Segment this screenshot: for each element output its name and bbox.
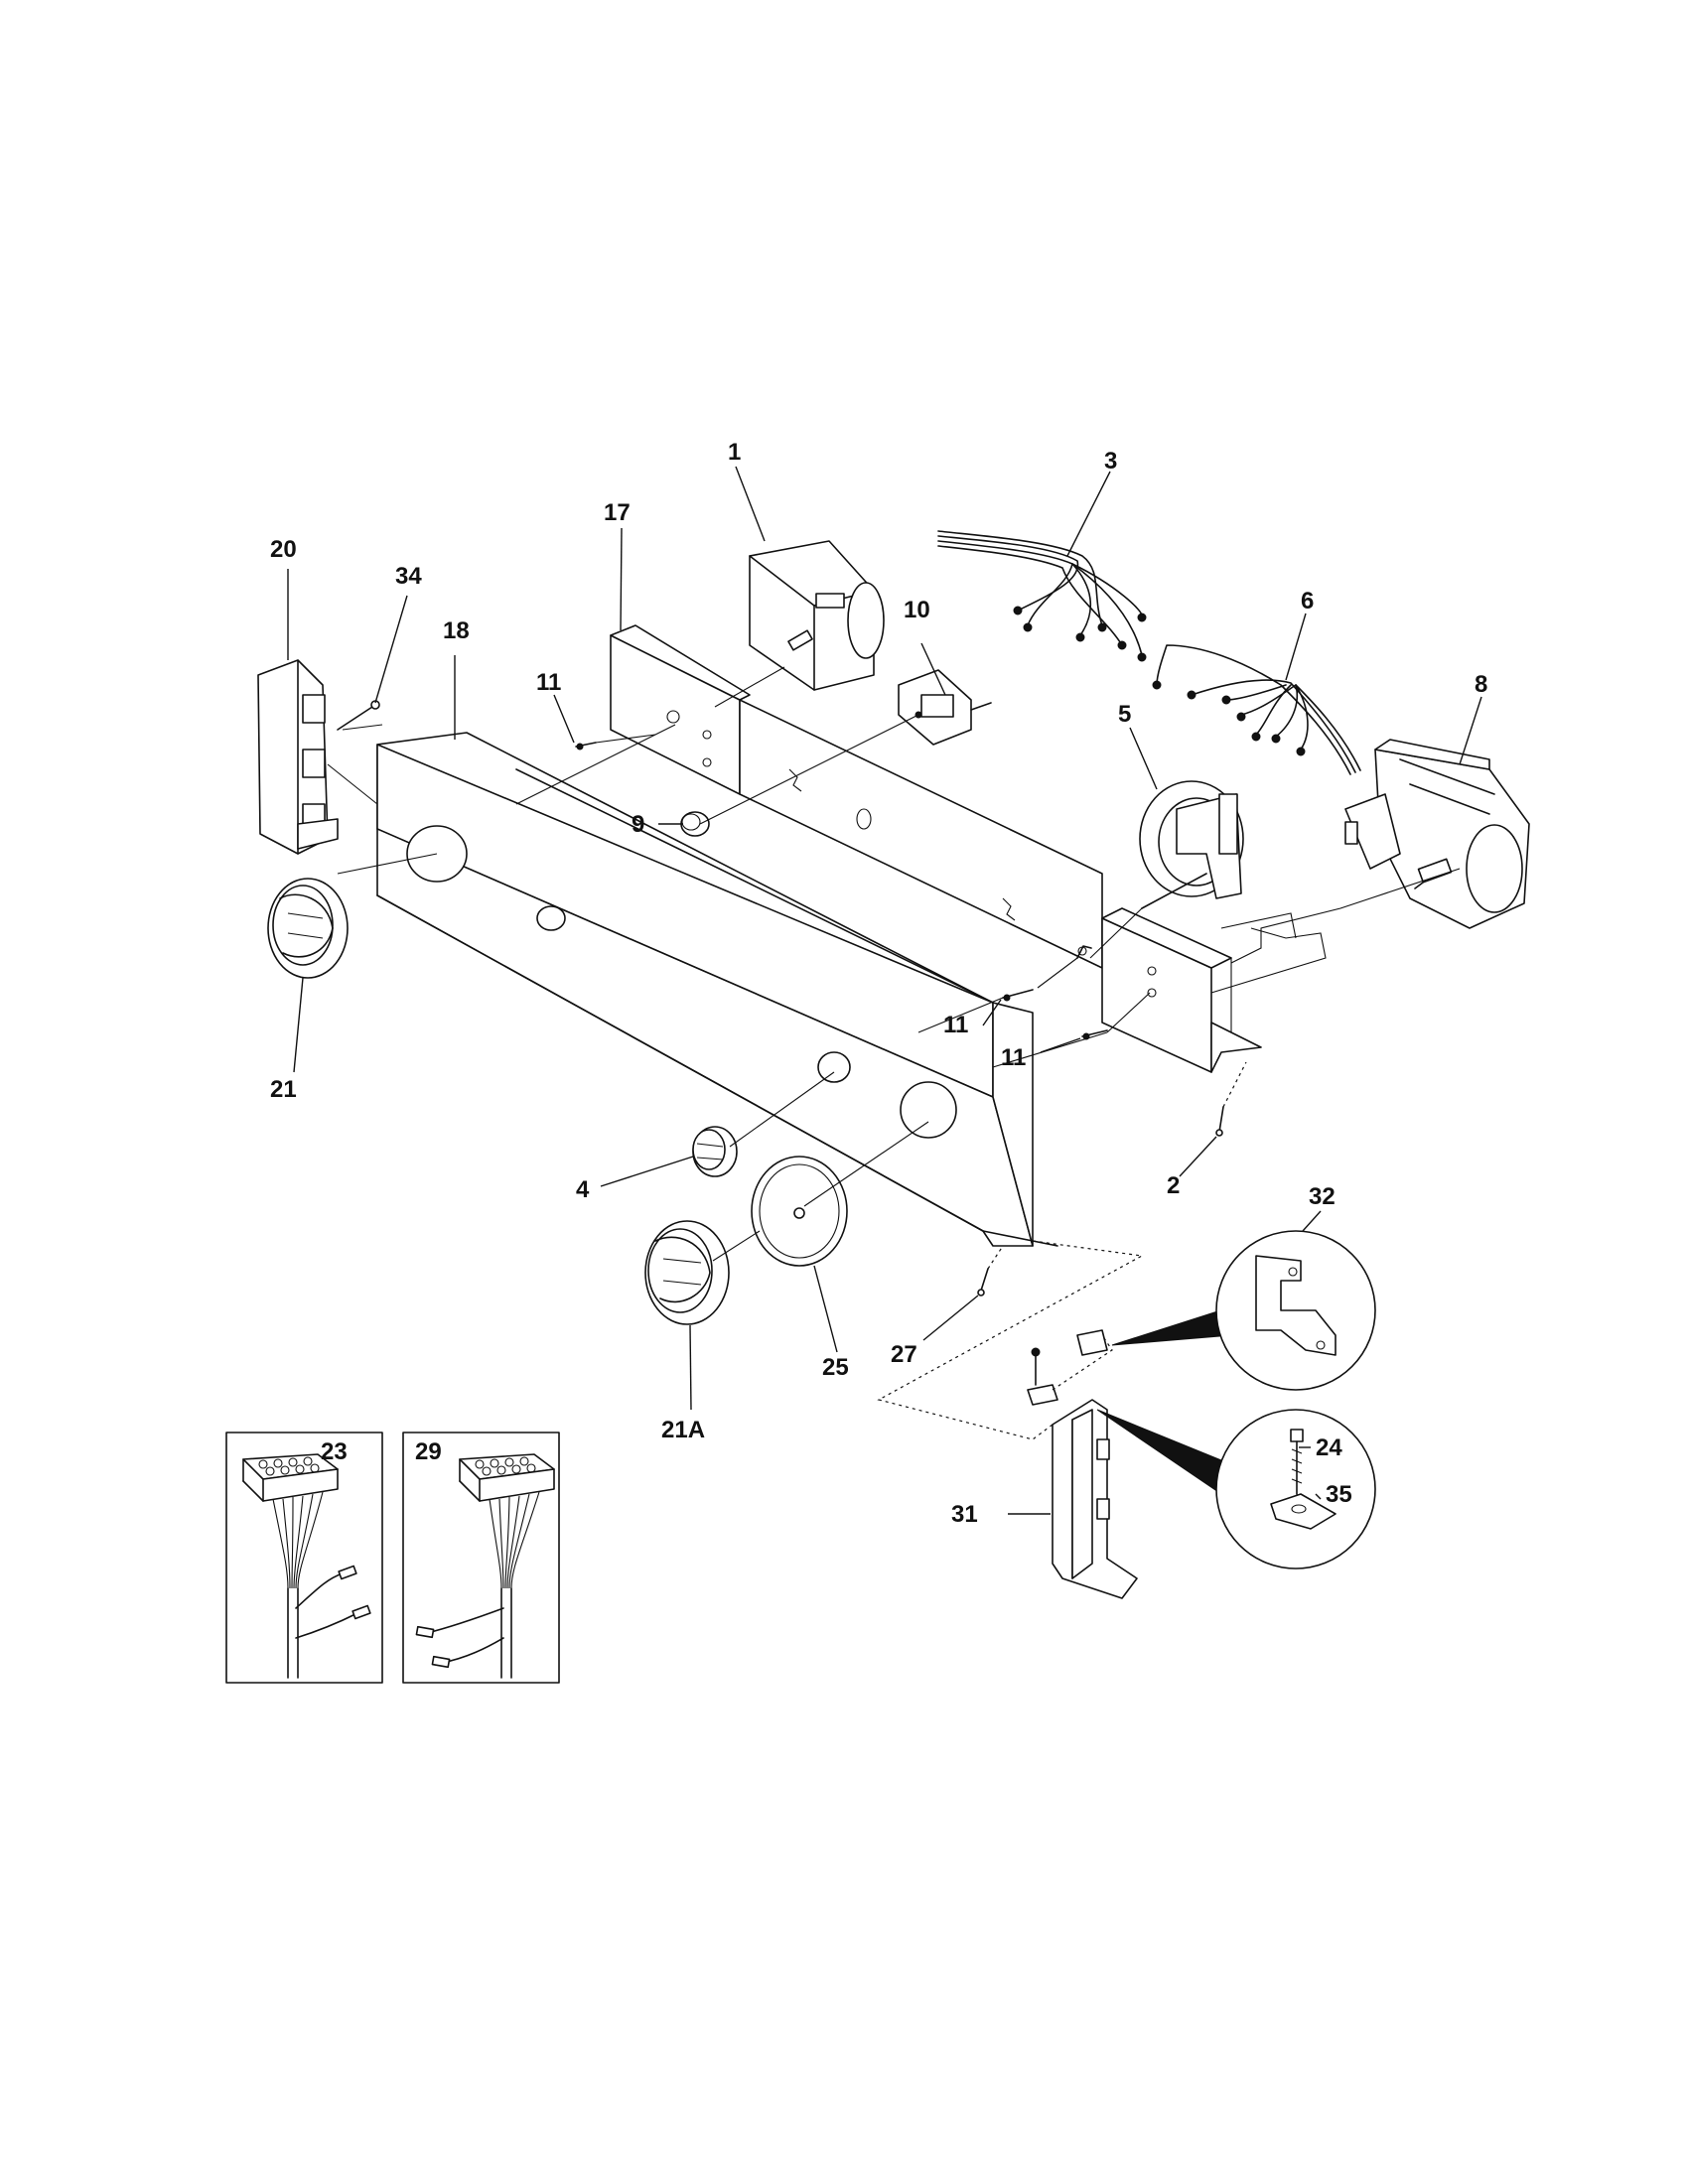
screw-11-a: [575, 742, 597, 751]
wire-harness-6: [1152, 644, 1361, 775]
label-part-27: 27: [891, 1341, 917, 1368]
label-part-17: 17: [604, 499, 631, 526]
wire-harness-3: [937, 530, 1147, 662]
label-part-21: 21: [270, 1076, 297, 1103]
inset-harness-29: [402, 1432, 560, 1684]
knob-9: [680, 811, 710, 837]
label-part-11-a: 11: [536, 669, 561, 696]
motor: [1139, 780, 1244, 909]
label-part-20: 20: [270, 536, 297, 563]
timer: [749, 540, 885, 691]
label-part-9: 9: [632, 811, 644, 838]
label-part-1: 1: [728, 439, 741, 466]
switch: [898, 669, 992, 746]
label-part-11-c: 11: [1001, 1044, 1026, 1071]
leader-lines: [287, 466, 1482, 1515]
label-part-35: 35: [1326, 1481, 1352, 1508]
bracket-31: [1027, 1329, 1138, 1599]
pressure-switch: [1344, 739, 1530, 929]
screw-2: [1215, 1106, 1224, 1137]
label-part-3: 3: [1104, 448, 1117, 475]
inset-harness-23: [225, 1432, 383, 1684]
control-panel: [376, 732, 1058, 1247]
label-part-5: 5: [1118, 701, 1131, 728]
label-part-29: 29: [415, 1438, 442, 1465]
label-part-11-b: 11: [943, 1012, 968, 1038]
callout-24-35: [1096, 1409, 1376, 1570]
label-part-21a: 21A: [661, 1417, 705, 1443]
assembly-lines: [327, 666, 1461, 1440]
screw-11-b: [1002, 989, 1034, 1002]
label-part-10: 10: [904, 597, 930, 623]
label-part-31: 31: [951, 1501, 978, 1528]
part-labels: 1 3 6 8 5 10 17 18 20 34 11 9 11 11 21 4…: [270, 439, 1487, 1528]
wire-clip: [1076, 945, 1092, 959]
label-part-2: 2: [1167, 1172, 1180, 1199]
screw-27: [977, 1268, 989, 1297]
label-part-24: 24: [1316, 1434, 1342, 1461]
label-part-23: 23: [321, 1438, 348, 1465]
knob-21: [267, 878, 349, 979]
knob-21a: [644, 1220, 730, 1325]
label-part-6: 6: [1301, 588, 1314, 614]
label-part-8: 8: [1475, 671, 1487, 698]
screw-11-c: [1081, 1029, 1108, 1040]
rear-bracket: [610, 624, 1262, 1073]
dial-skirt: [751, 1156, 848, 1267]
label-part-18: 18: [443, 617, 470, 644]
label-part-4: 4: [576, 1176, 590, 1203]
callout-32: [1111, 1230, 1376, 1391]
label-part-32: 32: [1309, 1183, 1336, 1210]
end-cap: [257, 659, 339, 855]
label-part-34: 34: [395, 563, 422, 590]
screw-34: [337, 700, 380, 731]
label-part-25: 25: [822, 1354, 849, 1381]
knob-4: [692, 1126, 738, 1177]
